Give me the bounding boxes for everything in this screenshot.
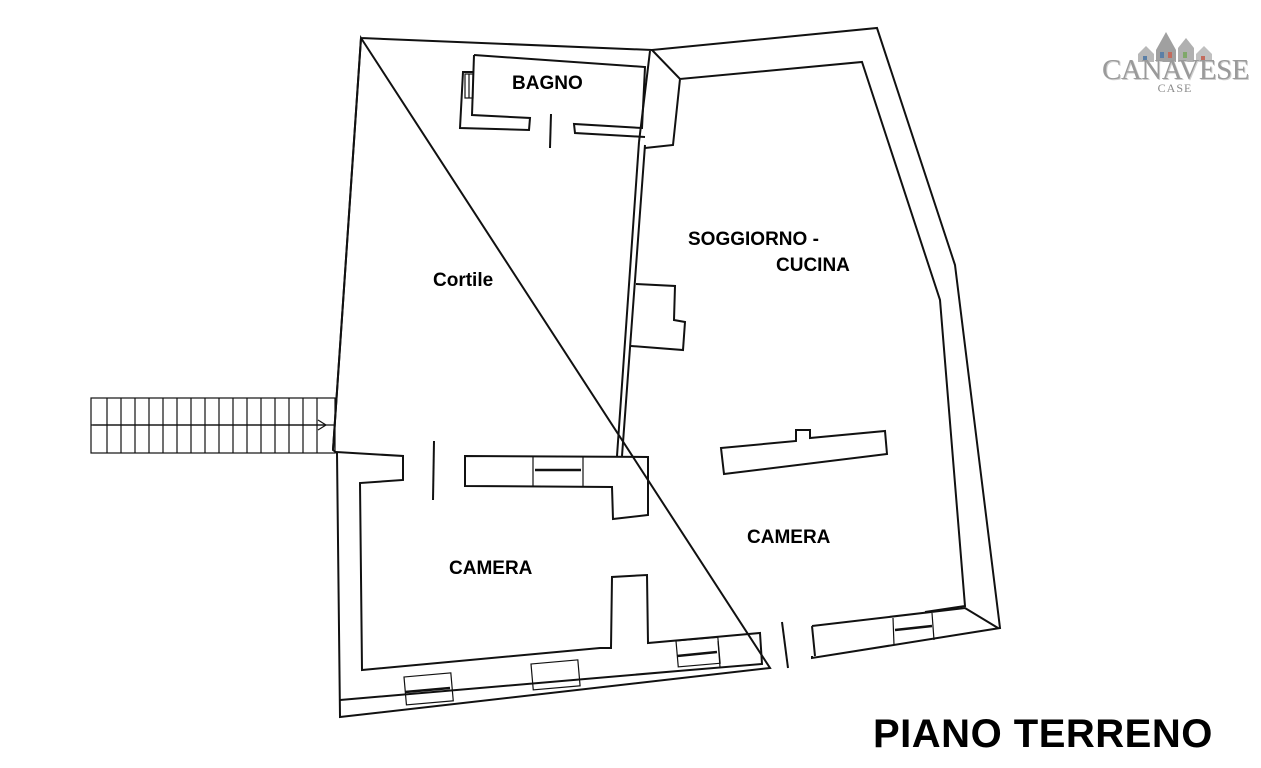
room-label-camera-right: CAMERA xyxy=(747,527,831,548)
plan-title: PIANO TERRENO xyxy=(873,712,1213,756)
bottom-right-wall xyxy=(811,606,999,657)
house-silhouette-icon xyxy=(1138,32,1212,62)
partition-wall-vertical xyxy=(616,141,646,457)
stairs-arrow-icon xyxy=(93,419,328,431)
room-label-soggiorno: SOGGIORNO - xyxy=(688,229,819,250)
room-label-camera-left: CAMERA xyxy=(449,558,533,579)
bagno-walls xyxy=(458,54,647,138)
room-label-cortile: Cortile xyxy=(433,270,494,291)
logo-subtitle: CASE xyxy=(1157,81,1193,95)
room-label-cucina: CUCINA xyxy=(776,255,850,276)
outer-wall xyxy=(331,26,1002,719)
central-wall-left xyxy=(335,451,764,701)
external-stairs xyxy=(90,397,336,454)
cortile-inner-wall xyxy=(332,37,651,451)
door-jamb-left xyxy=(432,440,435,501)
bottom-window-2 xyxy=(530,659,581,691)
door-jamb-right xyxy=(781,621,789,669)
chimney-niche xyxy=(630,283,687,352)
room-label-bagno: BAGNO xyxy=(512,73,583,94)
wardrobe-block xyxy=(719,429,889,476)
bagno-door-line xyxy=(549,113,552,149)
central-block xyxy=(464,454,649,521)
logo-name: CANAVESE xyxy=(1102,54,1249,86)
soggiorno-inner-wall xyxy=(644,49,967,613)
